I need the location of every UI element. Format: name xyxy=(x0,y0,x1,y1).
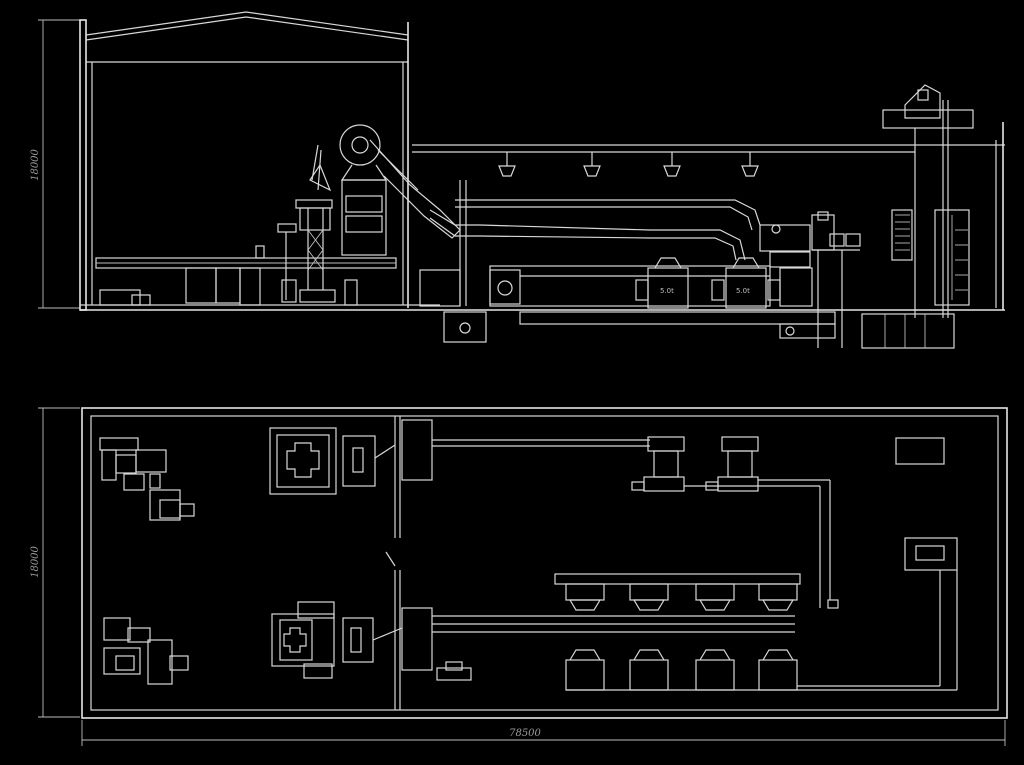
pouring-tower xyxy=(277,144,358,306)
right-side-equipment xyxy=(797,437,958,691)
crane-hangers xyxy=(498,152,759,177)
plan-length-dimension: 78500 xyxy=(81,720,1006,746)
lower-row-pods xyxy=(565,649,798,691)
plan-width-label: 18000 xyxy=(30,545,41,577)
roller-conveyor-left xyxy=(95,245,397,306)
casting-unit-b: 5.0t xyxy=(711,257,781,309)
elevation-view: 18000 xyxy=(30,11,1005,349)
left-equipment-top xyxy=(99,437,195,521)
transfer-duct xyxy=(419,180,761,307)
foundation-pit xyxy=(861,313,955,349)
right-machine-cluster xyxy=(759,211,861,348)
lower-carriage xyxy=(443,265,836,343)
furnace-plan-bottom xyxy=(271,601,795,681)
casting-unit-a: 5.0t xyxy=(635,257,689,309)
elevation-height-label: 18000 xyxy=(30,148,41,180)
building-shell xyxy=(79,11,1005,311)
middle-row-pods xyxy=(554,573,801,611)
plan-view: 18000 78500 xyxy=(30,407,1008,746)
plan-length-label: 78500 xyxy=(509,728,541,739)
casting-unit-a-label: 5.0t xyxy=(660,287,674,295)
plan-inner-outline xyxy=(90,415,999,711)
upper-row-machines xyxy=(631,436,839,609)
plan-outline xyxy=(81,407,1008,719)
furnace-plan-top xyxy=(269,419,650,495)
plan-width-dimension: 18000 xyxy=(30,407,80,718)
elevation-height-dimension: 18000 xyxy=(30,19,80,309)
lift-tower xyxy=(882,84,974,318)
casting-unit-b-label: 5.0t xyxy=(736,287,750,295)
left-equipment-bottom xyxy=(103,617,189,685)
